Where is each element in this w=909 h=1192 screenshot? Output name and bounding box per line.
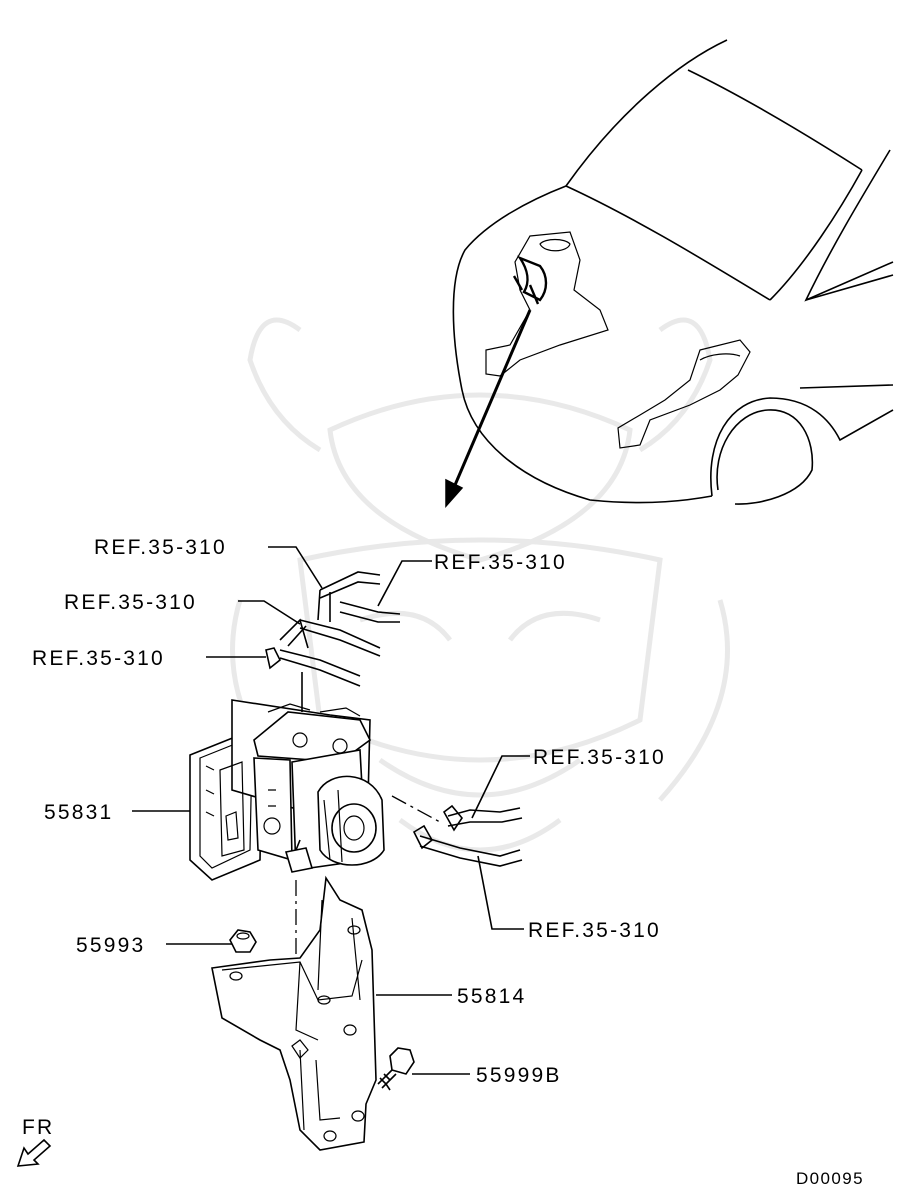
flange-nut-55993 xyxy=(229,929,257,953)
ref-label-3: REF.35-310 xyxy=(64,591,197,614)
part-number-55831: 55831 xyxy=(44,801,113,824)
front-direction-arrow-icon xyxy=(16,1138,52,1167)
direction-marker: FR xyxy=(22,1116,54,1139)
ref-label-5: REF.35-310 xyxy=(533,746,666,769)
brake-lines xyxy=(265,571,523,867)
vehicle-outline xyxy=(452,39,894,505)
location-arrow xyxy=(445,309,532,508)
bracket-55814 xyxy=(211,875,377,1151)
ref-label-2: REF.35-310 xyxy=(434,551,567,574)
part-number-55999B: 55999B xyxy=(476,1064,562,1087)
bolt-55999B xyxy=(377,1047,415,1091)
part-number-55814: 55814 xyxy=(457,985,526,1008)
ref-label-6: REF.35-310 xyxy=(528,919,661,942)
part-number-55993: 55993 xyxy=(76,934,145,957)
diagram-code: D00095 xyxy=(796,1169,864,1187)
ref-label-4: REF.35-310 xyxy=(32,647,165,670)
hydraulic-unit-55831 xyxy=(189,699,385,881)
ref-label-1: REF.35-310 xyxy=(94,536,227,559)
leader-lines xyxy=(132,546,530,1075)
